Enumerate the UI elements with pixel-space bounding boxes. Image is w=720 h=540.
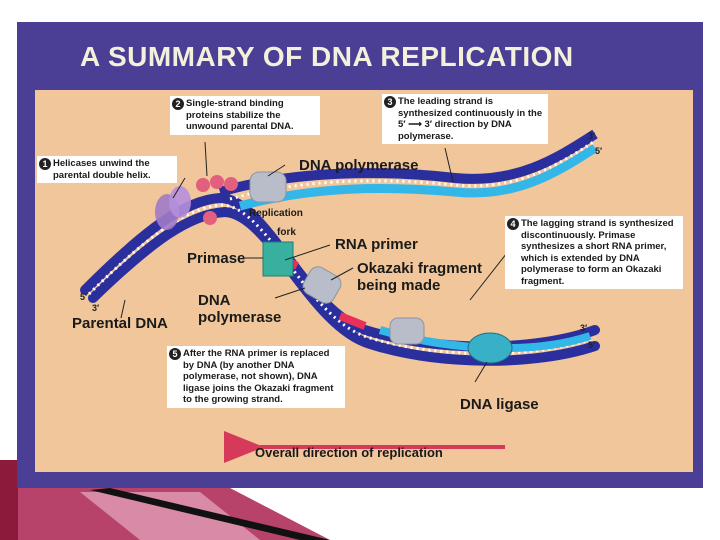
left-5-prime: 5′ <box>80 292 88 302</box>
dna-ligase-shape <box>467 332 513 364</box>
overall-direction-label: Overall direction of replication <box>255 445 443 460</box>
okazaki-fragment-label: Okazaki fragment <box>357 260 483 277</box>
dna-polymerase-bottom-label-line2: polymerase <box>198 309 282 326</box>
left-3-prime: 3′ <box>92 303 100 313</box>
replication-fork-label-line2: fork <box>277 227 296 238</box>
step-2-number: 2 <box>172 98 184 110</box>
dna-polymerase-okazaki-shape <box>389 317 425 345</box>
step-1-text: Helicases unwind the parental double hel… <box>53 158 151 181</box>
rna-primer-label: RNA primer <box>335 236 418 253</box>
top-3-prime: 3′ <box>588 131 596 141</box>
step-1-note: 1 Helicases unwind the parental double h… <box>37 156 177 183</box>
step-3-note: 3 The leading strand is synthesized cont… <box>382 94 548 144</box>
dna-polymerase-bottom-shape <box>302 266 342 304</box>
bottom-5-prime: 5′ <box>588 340 596 350</box>
dna-polymerase-bottom-label: DNA <box>198 292 231 309</box>
dna-polymerase-top-label: DNA polymerase <box>299 157 419 174</box>
okazaki-fragment-label-line2: being made <box>357 277 441 294</box>
step-4-number: 4 <box>507 218 519 230</box>
dna-ligase-label: DNA ligase <box>460 396 539 413</box>
step-5-text: After the RNA primer is replaced by DNA … <box>183 348 334 405</box>
step-3-text: The leading strand is synthesized contin… <box>398 96 543 142</box>
replication-fork-label-line1: Replication <box>249 208 303 219</box>
step-5-number: 5 <box>169 348 181 360</box>
rna-primer-segment <box>338 312 367 330</box>
step-5-note: 5 After the RNA primer is replaced by DN… <box>167 346 345 408</box>
diagram-panel: DNA polymerase Replication fork RNA prim… <box>35 90 693 472</box>
step-4-note: 4 The lagging strand is synthesized disc… <box>505 216 683 289</box>
step-2-note: 2 Single-strand binding proteins stabili… <box>170 96 320 135</box>
step-1-number: 1 <box>39 158 51 170</box>
top-5-prime: 5′ <box>595 146 603 156</box>
replication-diagram <box>80 129 600 463</box>
step-4-text: The lagging strand is synthesized discon… <box>521 218 674 287</box>
decorative-corner-shape <box>0 460 330 540</box>
dna-polymerase-top-shape <box>249 171 287 203</box>
step-2-text: Single-strand binding proteins stabilize… <box>186 98 294 132</box>
slide-title: A SUMMARY OF DNA REPLICATION <box>80 41 574 72</box>
ssb-protein <box>196 178 210 192</box>
bottom-3-prime: 3′ <box>580 323 588 333</box>
primase-shape <box>262 241 294 277</box>
primase-label: Primase <box>187 250 246 267</box>
leading-new-strand <box>238 144 598 211</box>
step-3-number: 3 <box>384 96 396 108</box>
parental-dna-label: Parental DNA <box>72 315 168 332</box>
